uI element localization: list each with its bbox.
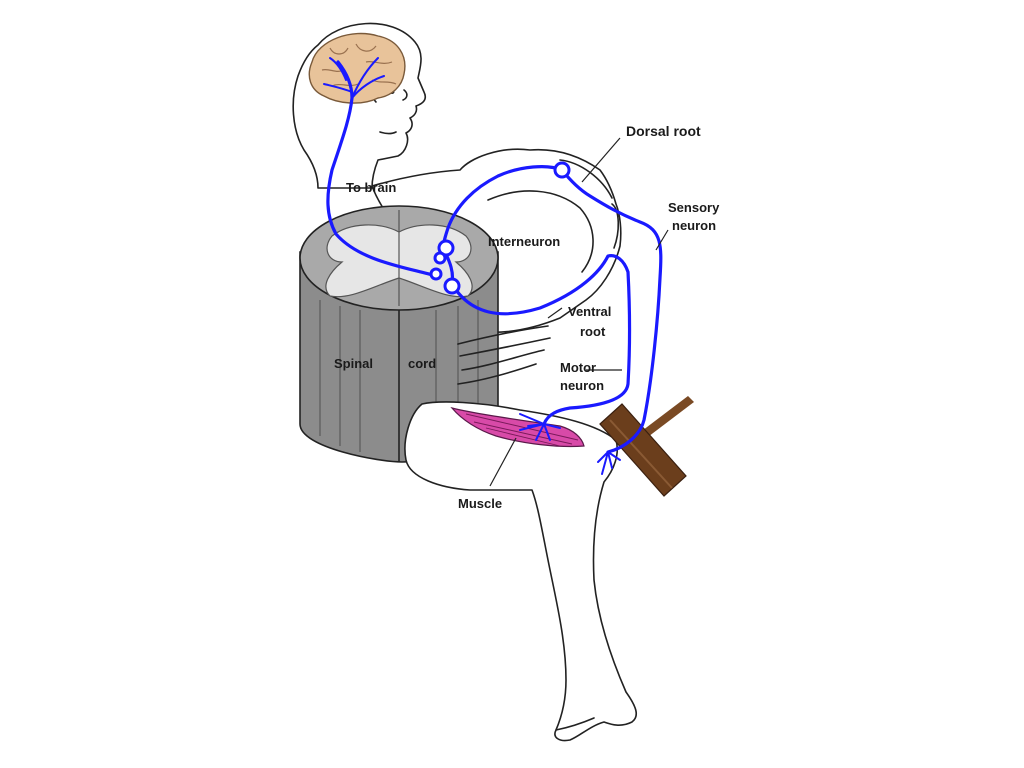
leg — [404, 401, 638, 742]
label-sensory-neuron-2: neuron — [672, 218, 716, 233]
label-cord: cord — [408, 356, 436, 371]
dorsal-root-ganglion-cell — [553, 161, 571, 179]
label-ventral-root-2: root — [580, 324, 606, 339]
label-muscle: Muscle — [458, 496, 502, 511]
label-ventral-root-1: Ventral — [568, 304, 611, 319]
label-motor-neuron-2: neuron — [560, 378, 604, 393]
reflex-hammer — [599, 396, 694, 497]
label-to-brain: To brain — [346, 180, 396, 195]
label-interneuron: Interneuron — [488, 234, 560, 249]
label-motor-neuron-1: Motor — [560, 360, 596, 375]
leader-lines — [489, 137, 669, 487]
label-sensory-neuron-1: Sensory — [668, 200, 720, 215]
interneuron-cell-2 — [433, 251, 447, 265]
sensory-neuron-path — [441, 165, 663, 454]
motor-neuron-path — [450, 254, 632, 426]
label-spinal: Spinal — [334, 356, 373, 371]
interneuron-cell-1 — [437, 239, 455, 257]
motor-neuron-cell — [443, 277, 461, 295]
ventral-root-fibres — [457, 325, 551, 385]
ascending-tract — [326, 60, 438, 278]
label-dorsal-root: Dorsal root — [626, 123, 701, 139]
quadriceps-muscle — [450, 406, 585, 448]
labels: To brain Dorsal root Sensory neuron Inte… — [334, 123, 720, 511]
neural-pathways — [323, 57, 663, 475]
ascending-cell — [429, 267, 443, 281]
